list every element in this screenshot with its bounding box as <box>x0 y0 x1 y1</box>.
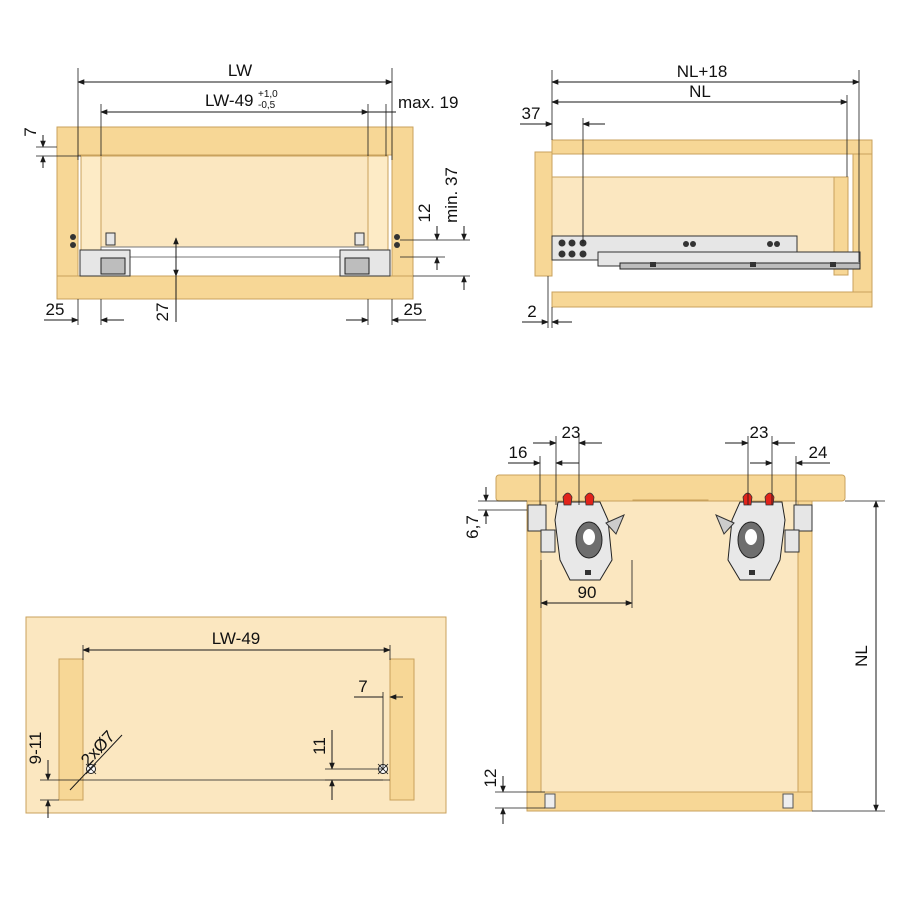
front-25-right-label: 25 <box>404 300 423 319</box>
top-90-label: 90 <box>578 583 597 602</box>
front-drawer-right-side <box>367 155 389 251</box>
front-25-left-label: 25 <box>46 300 65 319</box>
top-drawer-left-side <box>526 500 542 812</box>
front-drawer-left-side <box>80 155 102 251</box>
front-lw49-label: LW-49 <box>205 91 254 110</box>
top-locking-device-right <box>715 492 813 581</box>
top-drawer-right-side <box>797 500 813 812</box>
bottom-left-side <box>58 658 84 801</box>
side-nl18-label: NL+18 <box>677 62 728 81</box>
front-27-label: 27 <box>153 303 172 322</box>
front-max19-label: max. 19 <box>398 93 458 112</box>
top-back-peg-left <box>544 793 556 809</box>
top-24-label: 24 <box>809 443 828 462</box>
front-lw49-tol-bottom: -0,5 <box>258 100 276 111</box>
front-cabinet-right-side <box>391 126 414 300</box>
top-12-label: 12 <box>481 769 500 788</box>
front-drawer-front-panel <box>100 155 369 248</box>
bottom-7-label: 7 <box>358 677 367 696</box>
top-16-label: 16 <box>509 443 528 462</box>
top-23-right-label: 23 <box>750 423 769 442</box>
top-locking-device-left <box>527 492 625 581</box>
top-drawer-front <box>495 474 846 502</box>
side-37-label: 37 <box>522 104 541 123</box>
side-nl-label: NL <box>689 82 711 101</box>
bottom-11-label: 11 <box>310 737 329 755</box>
top-67-label: 6,7 <box>463 515 482 539</box>
bottom-right-side <box>389 658 415 801</box>
side-cabinet-back <box>852 153 873 293</box>
front-cabinet-bottom <box>56 275 414 300</box>
front-runner-left <box>70 232 131 277</box>
front-lw49-tol-top: +1,0 <box>258 89 278 100</box>
side-drawer-front <box>534 151 553 277</box>
front-7-label: 7 <box>21 127 40 136</box>
side-2-label: 2 <box>527 302 536 321</box>
side-drawer-back <box>833 176 849 276</box>
front-12-label: 12 <box>415 204 434 223</box>
bottom-view: LW-49 2xØ7 7 11 9-11 <box>25 616 447 818</box>
top-23-left-label: 23 <box>562 423 581 442</box>
top-back-peg-right <box>782 793 794 809</box>
side-view: NL+18 NL 37 2 <box>520 62 873 328</box>
top-view: 23 16 23 24 6,7 90 NL 12 <box>463 423 885 824</box>
front-runner-right <box>339 232 400 277</box>
front-drawer-bottom <box>100 246 369 258</box>
front-cabinet-top <box>56 126 414 156</box>
front-lw-label: LW <box>228 61 252 80</box>
top-nl-label: NL <box>852 645 871 667</box>
bottom-911-label: 9-11 <box>26 732 45 765</box>
front-view: LW LW-49 +1,0 -0,5 max. 19 7 12 min. 37 … <box>21 61 470 325</box>
front-cabinet-left-side <box>56 126 79 300</box>
top-drawer-back <box>526 791 813 812</box>
side-cabinet-top <box>551 139 873 155</box>
bottom-lw49-label: LW-49 <box>212 629 261 648</box>
front-min37-label: min. 37 <box>442 167 461 223</box>
side-cabinet-bottom <box>551 291 873 308</box>
